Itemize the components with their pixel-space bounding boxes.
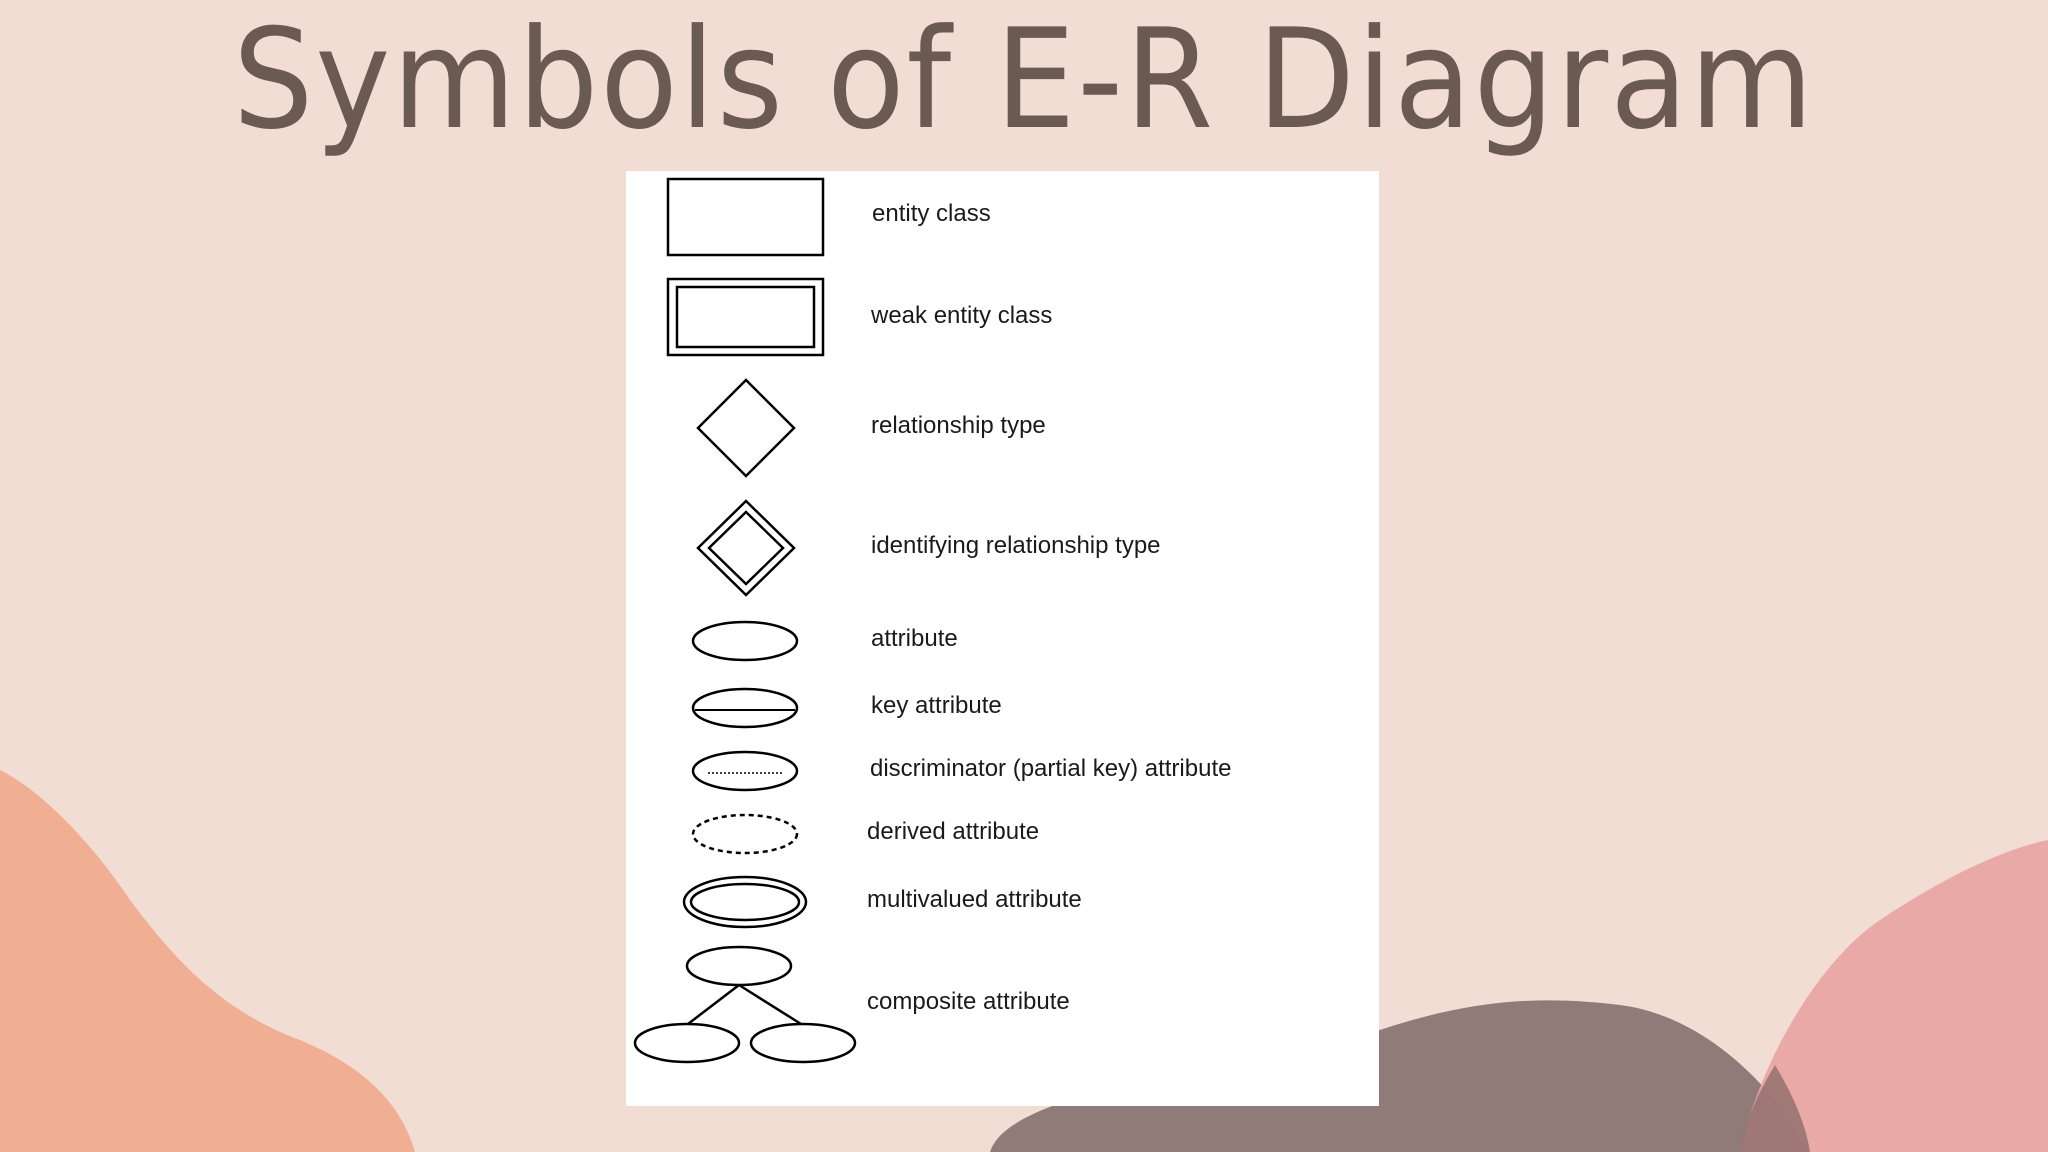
brown-blob: [990, 1000, 1810, 1152]
legend-panel: entity class weak entity class relations…: [626, 171, 1379, 1106]
legend-label-entity-class: entity class: [872, 200, 991, 227]
entity-class-symbol: [666, 177, 825, 257]
composite-attribute-symbol: [633, 945, 857, 1064]
relationship-type-symbol: [696, 378, 796, 478]
legend-label-key-attribute: key attribute: [871, 692, 1002, 719]
weak-entity-class-symbol: [666, 277, 825, 357]
multivalued-attribute-symbol: [682, 875, 808, 929]
legend-label-attribute: attribute: [871, 625, 958, 652]
discriminator-attribute-symbol: [691, 750, 799, 792]
identifying-relationship-type-symbol: [696, 499, 796, 597]
legend-label-derived-attribute: derived attribute: [867, 818, 1040, 845]
legend-label-weak-entity-class: weak entity class: [871, 302, 1053, 329]
legend-label-discriminator-attribute: discriminator (partial key) attribute: [870, 755, 1232, 782]
legend-label-multivalued-attribute: multivalued attribute: [867, 886, 1082, 913]
attribute-symbol: [691, 620, 799, 662]
legend-label-composite-attribute: composite attribute: [867, 988, 1070, 1015]
peach-blob: [0, 770, 415, 1152]
pink-blob: [1740, 840, 2048, 1152]
legend-label-relationship-type: relationship type: [871, 412, 1046, 439]
derived-attribute-symbol: [691, 813, 799, 855]
key-attribute-symbol: [691, 687, 799, 729]
symbols-canvas: [633, 177, 857, 1064]
brown-pink-overlap: [1740, 1065, 1810, 1152]
page-title: Symbols of E-R Diagram: [232, 0, 1816, 160]
legend-label-identifying-relationship-type: identifying relationship type: [871, 532, 1161, 559]
